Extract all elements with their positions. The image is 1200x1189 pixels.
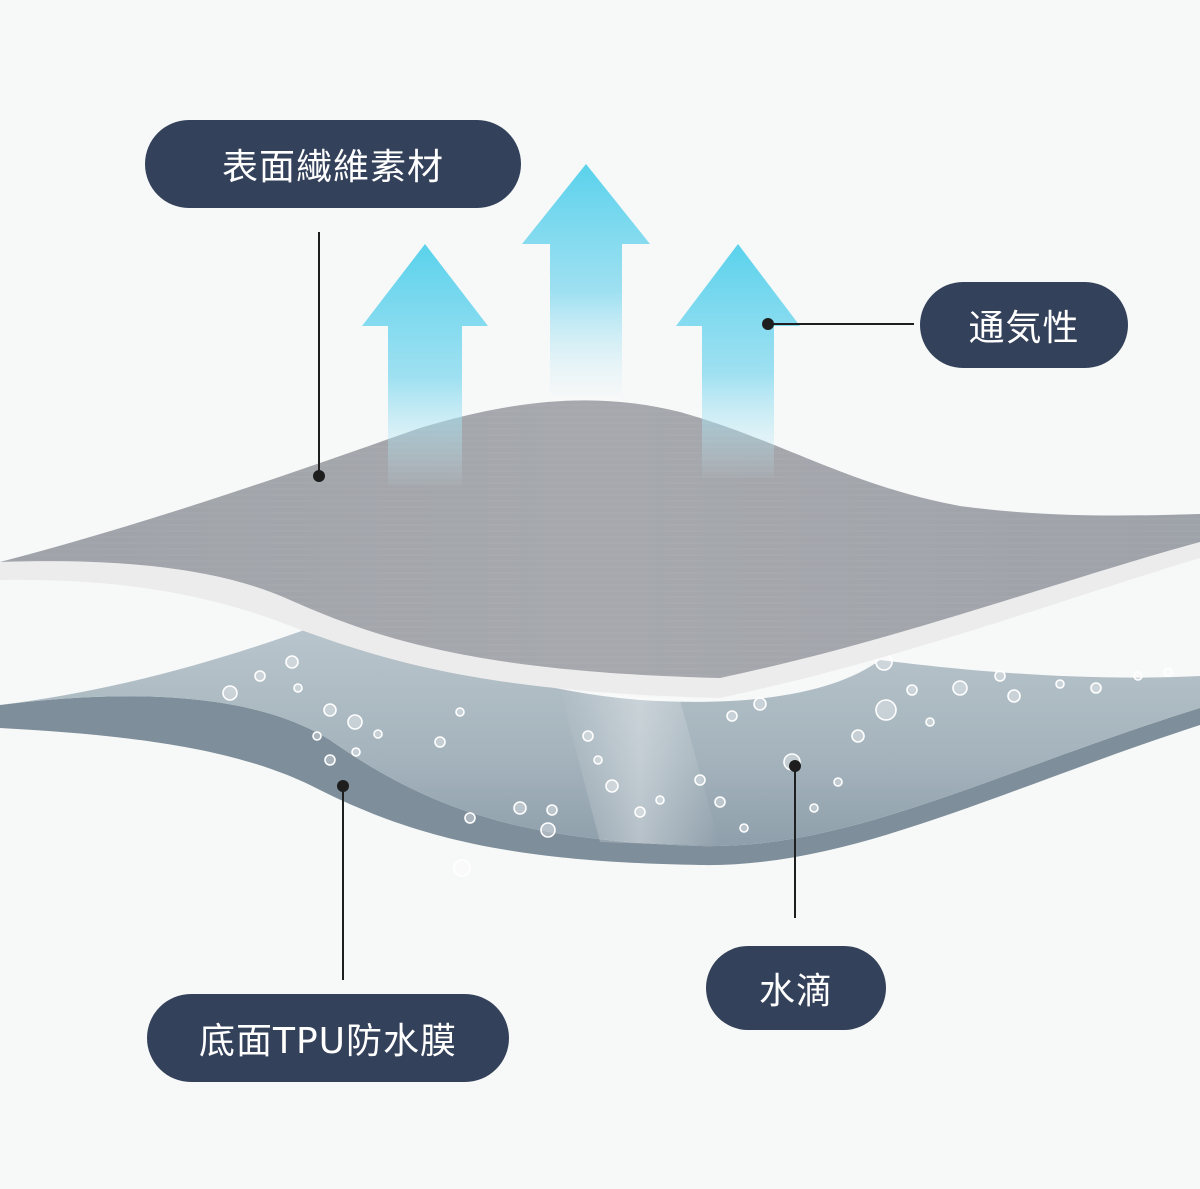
water-bubble-icon (347, 714, 363, 730)
water-bubble-icon (582, 730, 594, 742)
water-bubble-icon (994, 670, 1006, 682)
water-bubble-icon (1055, 679, 1065, 689)
up-arrow-icon (676, 244, 800, 478)
water-bubble-icon (513, 801, 527, 815)
water-bubble-icon (324, 754, 336, 766)
leader-dot-water-drop (789, 760, 801, 772)
water-bubbles-group (222, 653, 1173, 877)
water-bubble-icon (323, 703, 337, 717)
breathability-arrows (362, 164, 800, 486)
water-bubble-icon (373, 729, 383, 739)
water-bubble-icon (455, 707, 465, 717)
water-bubble-icon (593, 755, 603, 765)
water-bubble-icon (655, 795, 665, 805)
up-arrow-icon (362, 244, 488, 486)
water-bubble-icon (739, 823, 749, 833)
water-bubble-icon (605, 779, 619, 793)
water-bubble-icon (753, 697, 767, 711)
leader-lines (313, 232, 914, 980)
bottom-membrane-edge (0, 696, 1200, 866)
water-bubble-icon (222, 685, 238, 701)
water-bubble-icon (1133, 671, 1143, 681)
surface-fabric-edge (0, 542, 1200, 698)
water-bubble-icon (351, 747, 361, 757)
up-arrow-icon (522, 164, 650, 396)
bottom-membrane-layer (0, 628, 1200, 866)
water-bubble-icon (1163, 667, 1173, 677)
water-bubble-icon (875, 699, 897, 721)
leader-dot-bottom (337, 780, 349, 792)
water-drop-label: 水滴 (706, 946, 886, 1030)
water-bubble-icon (293, 683, 303, 693)
water-bubble-icon (434, 736, 446, 748)
water-bubble-icon (464, 812, 476, 824)
water-bubble-icon (694, 774, 706, 786)
water-bubble-icon (851, 729, 865, 743)
breathability-label: 通気性 (920, 282, 1128, 368)
leader-dot-breathability (762, 318, 774, 330)
water-bubble-icon (285, 655, 299, 669)
surface-fabric-label: 表面繊維素材 (145, 120, 521, 208)
leader-dot-surface (313, 470, 325, 482)
water-bubble-icon (906, 684, 918, 696)
water-bubble-icon (1090, 682, 1102, 694)
water-bubble-icon (925, 717, 935, 727)
water-bubble-icon (546, 804, 558, 816)
water-bubble-icon (312, 731, 322, 741)
water-bubble-icon (540, 822, 556, 838)
surface-fabric-layer (0, 400, 1200, 698)
water-bubble-icon (714, 796, 726, 808)
water-bubble-icon (453, 859, 471, 877)
water-bubble-icon (1007, 689, 1021, 703)
bottom-membrane-label: 底面TPU防水膜 (147, 994, 509, 1082)
water-bubble-icon (634, 806, 646, 818)
water-bubble-icon (952, 680, 968, 696)
water-bubble-icon (254, 670, 266, 682)
water-bubble-icon (809, 803, 819, 813)
bottom-membrane-shine (560, 690, 720, 846)
water-bubble-icon (726, 710, 738, 722)
water-bubble-icon (833, 777, 843, 787)
surface-fabric-texture (0, 400, 1200, 678)
